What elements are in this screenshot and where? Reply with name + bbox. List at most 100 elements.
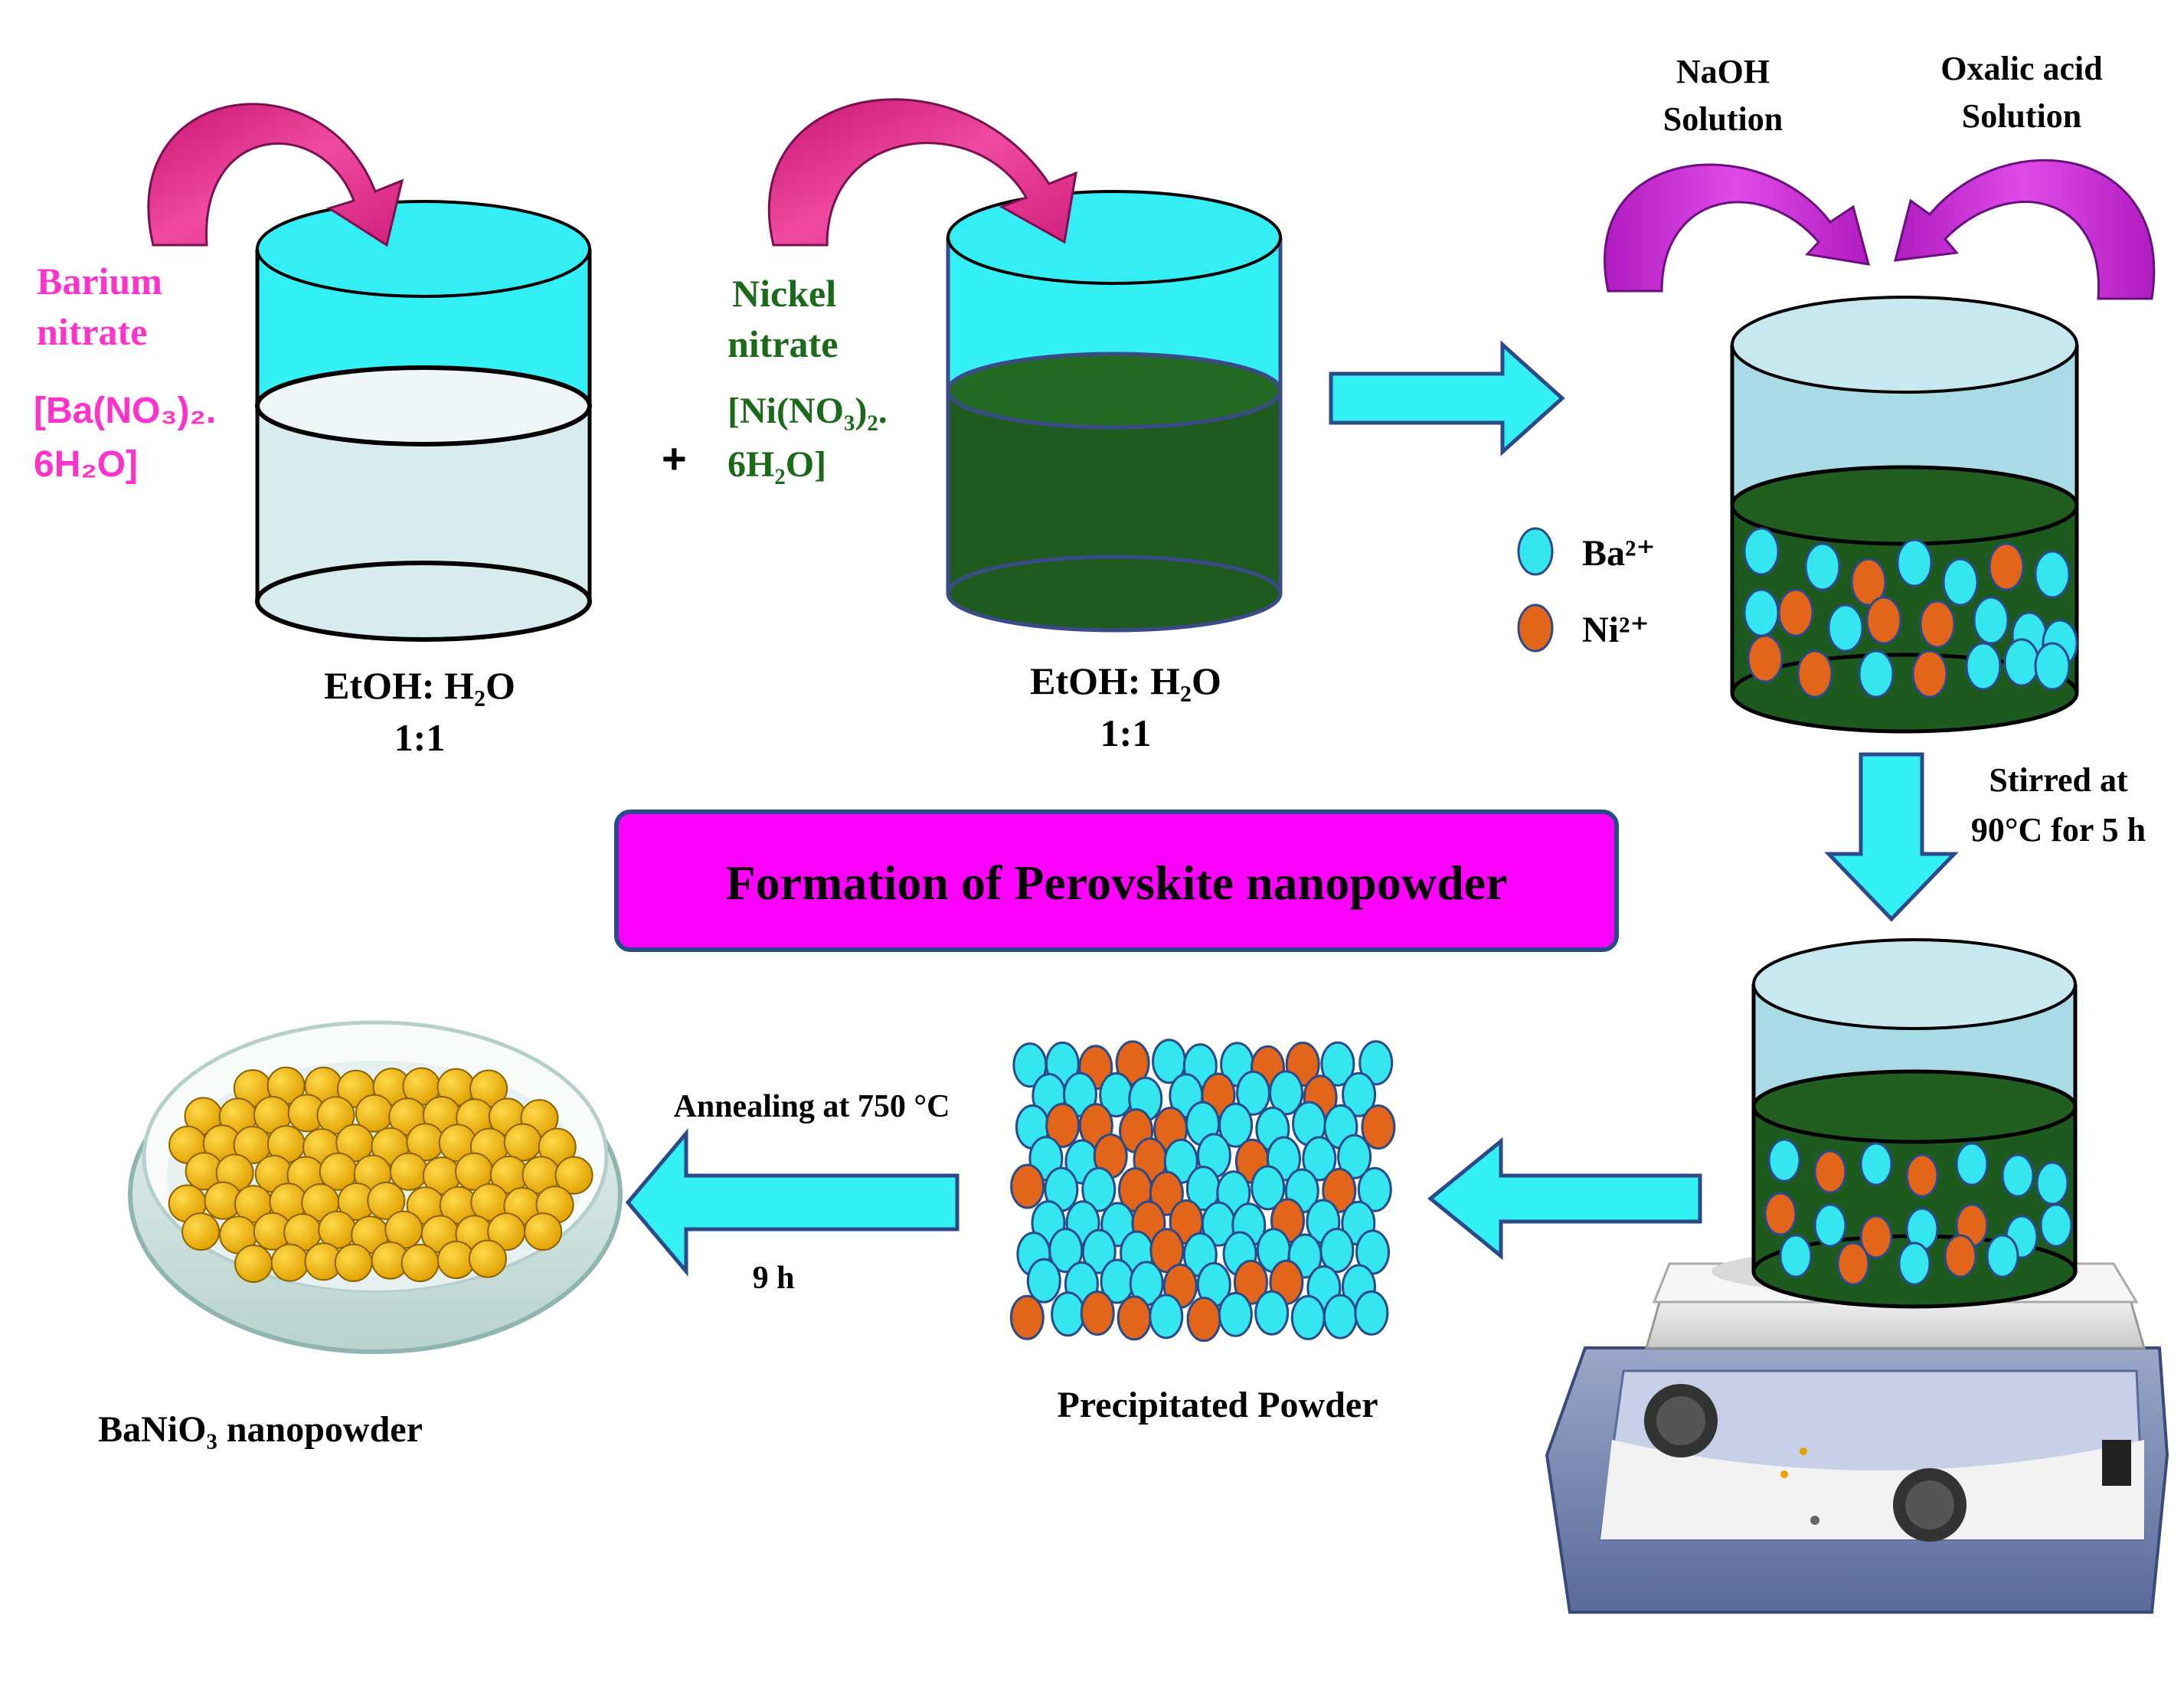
legend-ba-label: Ba²⁺	[1582, 533, 1656, 574]
ba-particle	[1026, 1258, 1061, 1304]
block-arrow-icon	[1329, 340, 1565, 456]
petri-dish-icon	[128, 1020, 623, 1354]
curved-arrow-icon	[1893, 159, 2156, 300]
ba-particle	[1302, 1136, 1337, 1182]
ni-ion	[1747, 634, 1783, 683]
ba-particle	[1062, 1071, 1097, 1117]
ba-particle	[1051, 1291, 1086, 1337]
ba-ion	[1955, 1142, 1989, 1186]
ni-ion	[1865, 596, 1902, 645]
nanoparticle	[468, 1239, 507, 1278]
block-arrow-icon	[1427, 1137, 1702, 1261]
ni-ion	[1988, 542, 2025, 591]
ba-ion	[1898, 1241, 1931, 1286]
ba-ion	[1779, 1234, 1813, 1278]
ni-ion	[1944, 1234, 1977, 1278]
ba-particle	[1354, 1290, 1389, 1336]
ni-ion	[1797, 649, 1833, 698]
ba-particle	[1322, 1294, 1358, 1340]
precipitated-powder-cluster	[1009, 1039, 1396, 1343]
ba-ion	[1813, 1203, 1847, 1248]
ba-particle	[1081, 1166, 1117, 1212]
ba-ion	[1858, 649, 1895, 698]
ba-ion	[1973, 596, 2009, 645]
title-box: Formation of Perovskite nanopowder	[614, 810, 1619, 952]
ni-particle	[1045, 1102, 1081, 1148]
legend-ba-marker	[1517, 527, 1554, 576]
nanoparticle	[367, 1181, 406, 1220]
nanoparticle	[334, 1243, 373, 1282]
ba-particle	[1358, 1040, 1394, 1086]
ni-ion	[1850, 558, 1887, 607]
nickel-name-line1: Nickel	[732, 272, 836, 315]
curved-arrow-icon	[1604, 163, 1871, 293]
beaker-barium	[255, 200, 592, 642]
product-label: BaNiO₃ nanopowder	[98, 1409, 423, 1450]
ba-ion	[1804, 542, 1841, 591]
barium-name-line1: Barium	[37, 260, 162, 303]
plus-sign: +	[662, 434, 687, 482]
ba-ion	[2039, 1203, 2073, 1248]
ba-ion	[1743, 588, 1780, 637]
nanoparticle	[524, 1212, 563, 1251]
nanoparticle	[270, 1243, 309, 1282]
naoh-line1: NaOH	[1676, 53, 1770, 90]
ba-particle	[1251, 1165, 1286, 1211]
ni-particle	[1080, 1290, 1115, 1336]
ni-particle	[1233, 1259, 1268, 1305]
naoh-line2: Solution	[1663, 100, 1783, 138]
curved-arrow-icon	[767, 98, 1077, 247]
ni-ion	[1777, 588, 1814, 637]
ni-particle	[1186, 1297, 1221, 1343]
nickel-formula-line1: [Ni(NO₃)₂.	[727, 391, 888, 431]
nanoparticle	[503, 1123, 542, 1162]
barium-name-line2: nitrate	[37, 310, 147, 353]
ba-ion	[2003, 638, 2040, 687]
nanoparticle	[401, 1244, 440, 1283]
ni-ion	[1859, 1215, 1893, 1259]
ba-particle	[1337, 1133, 1372, 1179]
beaker-stirring	[1751, 938, 2078, 1309]
ni-ion	[1911, 649, 1948, 698]
solvent-2-line1: EtOH: H₂O	[1030, 659, 1221, 702]
ba-ion	[2001, 1153, 2035, 1198]
ba-ion	[2034, 642, 2071, 691]
ba-ion	[1986, 1234, 2019, 1278]
ni-particle	[1009, 1294, 1045, 1340]
ba-particle	[1269, 1070, 1304, 1116]
ni-ion	[1836, 1241, 1870, 1286]
solvent-1-line1: EtOH: H₂O	[324, 664, 515, 707]
nickel-name-line2: nitrate	[727, 322, 838, 365]
ni-ion	[1764, 1192, 1797, 1236]
ba-particle	[1320, 1041, 1355, 1087]
nanoparticle	[234, 1244, 273, 1283]
ni-ion	[1813, 1150, 1847, 1194]
nickel-formula-line2: 6H₂O]	[727, 444, 826, 485]
ba-ion	[2034, 550, 2071, 599]
ba-particle	[1218, 1102, 1254, 1148]
beaker-nickel	[946, 190, 1283, 633]
precipitate-label: Precipitated Powder	[1058, 1385, 1378, 1425]
ni-particle	[1117, 1295, 1152, 1341]
oxalic-line1: Oxalic acid	[1940, 50, 2102, 87]
ba-ion	[1827, 604, 1864, 653]
ni-particle	[1361, 1104, 1396, 1150]
ba-ion	[1896, 538, 1933, 587]
annealing-label: Annealing at 750 °C	[674, 1089, 950, 1124]
stir-line2: 90°C for 5 h	[1971, 811, 2146, 849]
ba-particle	[1319, 1228, 1355, 1274]
block-arrow-icon	[1824, 752, 1959, 922]
ba-particle	[1290, 1294, 1326, 1340]
ni-particle	[1149, 1170, 1184, 1216]
block-arrow-icon	[625, 1128, 960, 1277]
ba-particle	[1218, 1291, 1253, 1337]
ni-particle	[1010, 1163, 1045, 1209]
ba-particle	[1254, 1290, 1290, 1336]
legend: Ba²⁺ Ni²⁺	[1517, 527, 1656, 653]
curved-arrow-icon	[147, 103, 404, 247]
anneal-time-label: 9 h	[753, 1261, 795, 1296]
ba-ion	[1743, 527, 1780, 576]
oxalic-line2: Solution	[1962, 97, 2082, 135]
hot-plate-stirrer-icon	[1545, 1248, 2169, 1614]
